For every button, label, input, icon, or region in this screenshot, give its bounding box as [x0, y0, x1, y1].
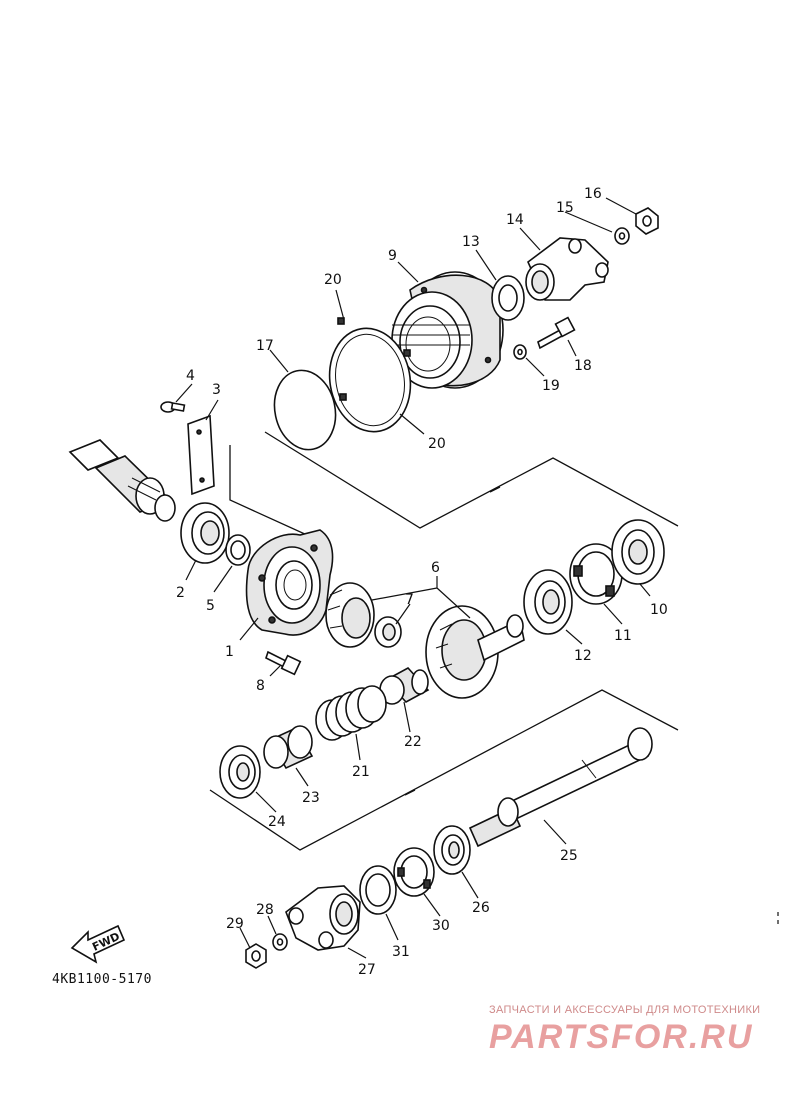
callout-31: 31	[392, 944, 410, 960]
watermark-tagline: ЗАПЧАСТИ И АКСЕССУАРЫ ДЛЯ МОТОТЕХНИКИ	[489, 1004, 761, 1016]
callout-30: 30	[432, 918, 450, 934]
callout-7: 7	[405, 592, 414, 608]
callout-26: 26	[472, 900, 490, 916]
front-bearing-housing	[245, 529, 334, 636]
callout-9: 9	[388, 248, 397, 264]
input-shaft	[68, 439, 176, 522]
callout-6: 6	[431, 560, 440, 576]
output-shaft	[468, 727, 653, 848]
callout-21: 21	[352, 764, 370, 780]
callout-5: 5	[206, 598, 215, 614]
output-nut	[245, 943, 267, 969]
bolt	[537, 316, 576, 350]
callout-25: 25	[560, 848, 578, 864]
callout-27: 27	[358, 962, 376, 978]
rear-bearing	[611, 519, 665, 585]
callout-20-top: 20	[324, 272, 342, 288]
assembly-guide-lines	[209, 431, 679, 851]
gasket	[273, 369, 337, 451]
nut	[635, 207, 659, 235]
bearing	[180, 502, 230, 564]
callout-23: 23	[302, 790, 320, 806]
callout-16: 16	[584, 186, 602, 202]
output-retainer	[393, 847, 435, 897]
bevel-gear-set	[325, 582, 525, 699]
callout-22: 22	[404, 734, 422, 750]
diagram-code: 4KB1100-5170	[52, 972, 152, 987]
callout-19: 19	[542, 378, 560, 394]
output-yoke	[285, 885, 361, 951]
output-bearing	[219, 745, 261, 799]
output-oil-seal	[359, 865, 397, 915]
callout-8: 8	[256, 678, 265, 694]
callout-11: 11	[614, 628, 632, 644]
callout-2: 2	[176, 585, 185, 601]
washer	[614, 227, 630, 245]
universal-joint-yoke	[525, 237, 609, 301]
forward-direction-arrow: FWD	[70, 924, 126, 964]
lock-washer	[513, 344, 527, 360]
o-ring	[225, 534, 251, 566]
callout-12: 12	[574, 648, 592, 664]
callout-numbers: 1 2 3 4 5 6 7 8 9 10 11 12 13 14 15 16 1…	[176, 186, 668, 978]
damper-cam	[263, 725, 314, 770]
housing-bolt	[265, 650, 302, 676]
callout-29: 29	[226, 916, 244, 932]
output-washer	[272, 933, 288, 951]
callout-24: 24	[268, 814, 286, 830]
callout-15: 15	[556, 200, 574, 216]
callout-18: 18	[574, 358, 592, 374]
screw	[160, 401, 186, 413]
callout-4: 4	[186, 368, 195, 384]
callout-20-bottom: 20	[428, 436, 446, 452]
callout-13: 13	[462, 234, 480, 250]
output-shaft-bearing	[433, 825, 471, 875]
callout-10: 10	[650, 602, 668, 618]
collar	[379, 666, 430, 705]
shim	[328, 317, 412, 433]
ring-gear-bearing	[523, 569, 573, 635]
oil-seal	[491, 275, 525, 321]
callout-3: 3	[212, 382, 221, 398]
leader-lines	[175, 197, 651, 959]
retainer-plate	[187, 414, 215, 496]
bearing-retainer	[569, 543, 623, 605]
callout-17: 17	[256, 338, 274, 354]
watermark-brand: PARTSFOR.RU	[489, 1018, 754, 1056]
callout-14: 14	[506, 212, 524, 228]
callout-1: 1	[225, 644, 234, 660]
compression-spring	[315, 685, 387, 741]
callout-28: 28	[256, 902, 274, 918]
pinion-nut	[374, 616, 402, 648]
